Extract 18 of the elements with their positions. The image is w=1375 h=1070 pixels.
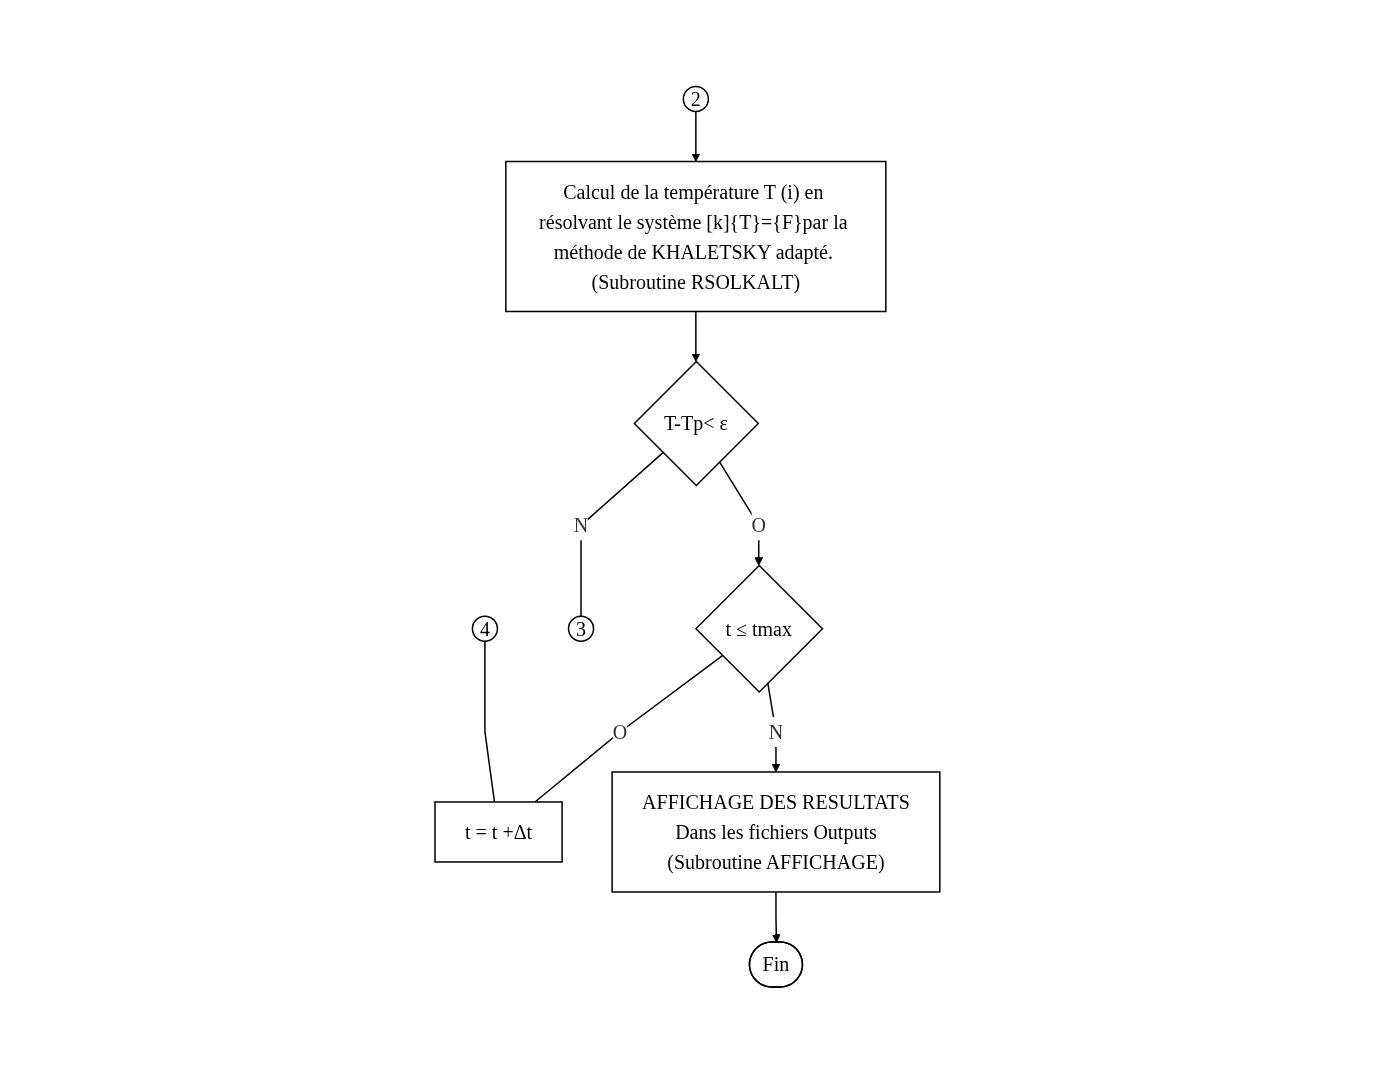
node-circle: 4 <box>471 614 499 642</box>
node-diamond: T-Tp< ε <box>633 359 760 486</box>
edge-label: N <box>768 720 784 743</box>
connector <box>484 639 496 803</box>
edge-label: O <box>751 513 767 536</box>
node-box: Calcul de la température T (i) en résolvant le système [k]{T}={F}par la méthode de KHALETSKY adapté. (Subroutine RSOLKALT) <box>505 160 887 312</box>
edge-label: N <box>573 513 589 536</box>
node-box: AFFICHAGE DES RESULTATS Dans les fichiers Outputs (Subroutine AFFICHAGE) <box>611 770 941 893</box>
connector <box>534 654 724 803</box>
node-diamond: t ≤ tmax <box>695 563 824 693</box>
arrow <box>691 110 701 162</box>
arrow <box>691 310 701 362</box>
node-circle: 3 <box>567 614 595 642</box>
node-box: t = t +Δt <box>434 800 563 863</box>
connector <box>580 451 664 617</box>
arrow <box>772 890 781 943</box>
edge-label: O <box>612 720 628 743</box>
node-circle: 2 <box>682 85 710 112</box>
